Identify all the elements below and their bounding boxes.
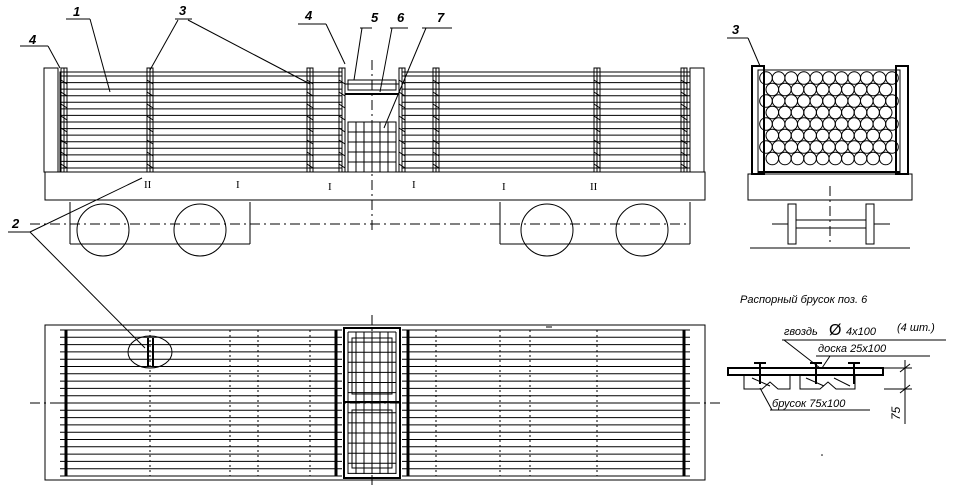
callout-5: 5	[371, 10, 379, 25]
wheel	[520, 203, 574, 257]
callout-1: 1	[73, 4, 80, 19]
pipe-stack-left	[59, 71, 343, 173]
section-mark: I	[412, 179, 416, 191]
callout-6: 6	[397, 10, 405, 25]
board-label: доска 25x100	[818, 343, 887, 355]
section-mark: I	[328, 181, 332, 193]
diameter-icon: Ø	[829, 322, 841, 339]
nail-count: (4 шт.)	[897, 322, 935, 334]
top-view	[30, 315, 720, 488]
top-pipe-stack-left	[60, 329, 342, 477]
end-wall-left	[43, 67, 59, 173]
section-mark: I	[236, 179, 240, 191]
wheel	[615, 203, 669, 257]
bar-shape-right	[799, 375, 856, 390]
section-mark: I	[502, 181, 506, 193]
nail-label-prefix: гвоздь	[784, 326, 818, 338]
spacer-bar-detail: Распорный брусок поз. 6 гвоздь Ø 4x100 (…	[727, 294, 946, 456]
section-mark: II	[144, 179, 152, 191]
callout-2: 2	[11, 216, 20, 231]
wheel	[76, 203, 130, 257]
bar-label: брусок 75x100	[772, 398, 846, 410]
top-center-spacer	[343, 327, 401, 479]
wheel	[173, 203, 227, 257]
dimension-75: 75	[889, 406, 903, 420]
board-shape	[727, 367, 884, 376]
callout-3: 3	[732, 22, 740, 37]
callout-4: 4	[304, 8, 313, 23]
detail-title: Распорный брусок поз. 6	[740, 294, 868, 306]
end-wheel	[787, 203, 797, 245]
end-view: 3	[727, 22, 913, 249]
callout-3: 3	[179, 3, 187, 18]
section-mark: II	[590, 181, 598, 193]
side-view: II I I I I II 1 3 4 4 5 6 7 2	[8, 3, 706, 349]
pipe-bundle	[758, 71, 900, 173]
pipe-stack-right	[401, 71, 691, 173]
callout-4: 4	[28, 32, 37, 47]
callout-7: 7	[437, 10, 445, 25]
top-pipe-stack-right	[402, 329, 690, 477]
end-wall-right	[689, 67, 705, 173]
nail-size: 4x100	[846, 326, 877, 338]
bar-shape-left	[743, 375, 791, 390]
end-wheel	[865, 203, 875, 245]
center-spacer	[344, 79, 400, 173]
detail-circle	[127, 335, 173, 369]
